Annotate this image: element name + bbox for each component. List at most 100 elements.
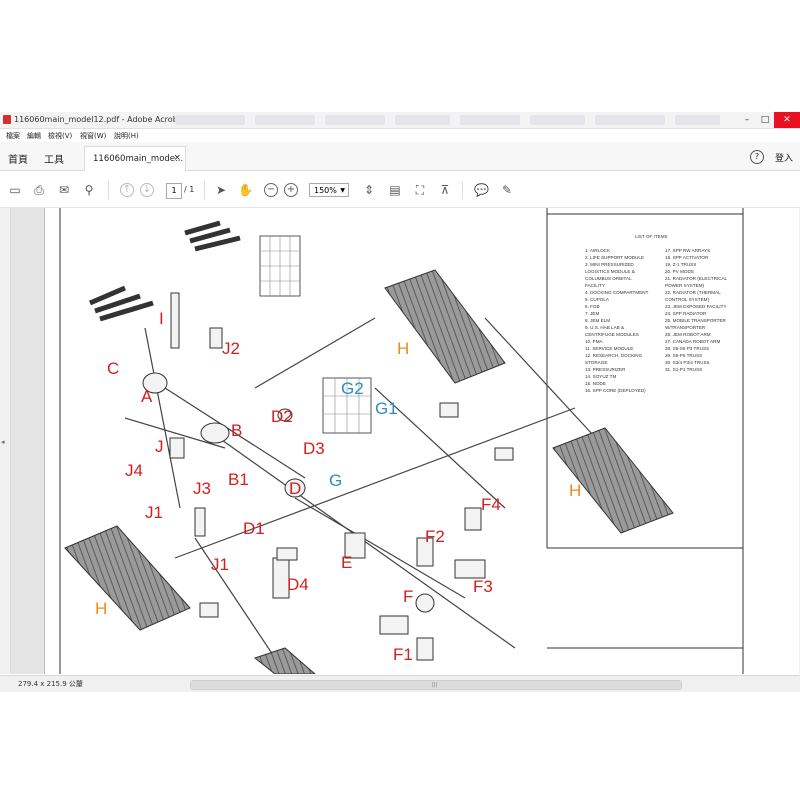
label-i: I: [159, 309, 164, 328]
menu-file[interactable]: 檔案: [6, 132, 20, 140]
label-c: C: [107, 359, 119, 378]
legend-item: STORAGE: [585, 360, 607, 365]
station-diagram: LIST OF ITEMS 1. AIRLOCK 2. LIFE SUPPORT …: [59, 208, 744, 674]
close-window-button[interactable]: ✕: [774, 112, 800, 128]
truss-joint: [276, 547, 298, 561]
solar-array-right: [552, 427, 674, 534]
legend-item: 1. AIRLOCK: [585, 248, 611, 253]
menu-help[interactable]: 說明(H): [114, 132, 139, 140]
truss-joint: [439, 402, 459, 418]
module-a: [142, 372, 168, 394]
label-d1: D1: [243, 519, 265, 538]
login-link[interactable]: 登入: [775, 154, 794, 164]
legend-item: 25. MOBILE TRANSPORTER: [665, 318, 727, 323]
comment-icon[interactable]: 💬: [474, 183, 489, 197]
radiator-grid-g2: [323, 378, 371, 433]
full-screen-icon[interactable]: ⛶: [415, 183, 425, 197]
legend-item: 5. CUPOLA: [585, 297, 610, 302]
fit-page-icon[interactable]: ⇕: [363, 183, 375, 197]
legend-item: COLUMBUS ORBITAL: [585, 276, 632, 281]
module-d: [284, 478, 306, 498]
legend-item: 28. S5-S6 P3 TRUSS: [665, 346, 709, 351]
label-d: D: [289, 479, 301, 498]
label-f: F: [403, 587, 413, 606]
zoom-in-icon[interactable]: +: [284, 183, 298, 197]
menu-window[interactable]: 視窗(W): [80, 132, 107, 140]
legend-item: 16. SPP CORE (DEPLOYED): [585, 388, 646, 393]
legend-item: 19. Z-1 TRUSS: [665, 262, 696, 267]
module-f2: [416, 537, 434, 567]
horizontal-scrollbar[interactable]: |||: [190, 680, 682, 690]
select-cursor-icon[interactable]: ➤: [215, 183, 227, 197]
tab-close-icon[interactable]: ×: [173, 153, 181, 163]
label-a: A: [141, 387, 153, 406]
legend-title: LIST OF ITEMS: [635, 234, 668, 239]
label-j2: J2: [222, 339, 240, 358]
legend-item: LOGISTICS MODULE &: [585, 269, 635, 274]
label-j1b: J1: [211, 555, 229, 574]
email-icon[interactable]: ✉: [58, 183, 70, 197]
next-page-icon[interactable]: ↓: [140, 183, 154, 197]
module-f4: [464, 507, 482, 531]
label-j: J: [155, 437, 164, 456]
scroll-mode-icon[interactable]: ▤: [389, 183, 401, 197]
legend-item: 3. MINI PRESSURIZED: [585, 262, 634, 267]
search-icon[interactable]: ⚲: [84, 183, 94, 197]
legend-item: 11. SERVICE MODULE: [585, 346, 633, 351]
tab-document[interactable]: 116060main_mode... ×: [84, 146, 186, 171]
label-g: G: [329, 471, 342, 490]
left-panel-toggle[interactable]: ◂: [0, 208, 11, 674]
scrollbar-grip-icon: |||: [432, 682, 438, 688]
legend-item: 23. JEM EXPOSED FACILITY: [665, 304, 727, 309]
menu-view[interactable]: 檢視(V): [48, 132, 73, 140]
toolbar-divider: [462, 181, 463, 199]
module-f3: [454, 559, 486, 579]
legend-item: 2. LIFE SUPPORT MODULE: [585, 255, 644, 260]
page-number-input[interactable]: 1: [166, 183, 182, 199]
acrobat-window: 116060main_model12.pdf - Adobe Acrobat R…: [0, 112, 800, 692]
maximize-button[interactable]: □: [760, 115, 770, 125]
truss-joint: [494, 447, 514, 461]
module-e: [344, 532, 366, 559]
solar-array-lower-left: [64, 525, 191, 631]
previous-page-icon[interactable]: ↑: [120, 183, 134, 197]
legend-item: 22. RADIATOR (THERMAL: [665, 290, 721, 295]
legend-item: 15. NODE: [585, 381, 606, 386]
tab-tools[interactable]: 工具: [44, 155, 64, 166]
label-g2: G2: [341, 379, 364, 398]
toolbar-divider: [108, 181, 109, 199]
legend-item: 26. JEM ROBOT ARM: [665, 332, 711, 337]
legend-item: 29. S5-P5 TRUSS: [665, 353, 702, 358]
module-j: [169, 437, 185, 459]
tab-home[interactable]: 首頁: [8, 155, 28, 166]
chevron-left-icon: ◂: [1, 438, 5, 446]
label-j3: J3: [193, 479, 211, 498]
module-i: [170, 292, 180, 349]
pdf-page[interactable]: LIST OF ITEMS 1. AIRLOCK 2. LIFE SUPPORT …: [44, 208, 799, 674]
minimize-button[interactable]: –: [744, 115, 750, 125]
document-area: ◂ ▸ LIST OF ITEMS: [0, 208, 800, 674]
zoom-level-select[interactable]: 150% ▼: [309, 183, 349, 197]
legend-item: 24. SPP RADIATOR: [665, 311, 707, 316]
legend-item: 7. JEM: [585, 311, 599, 316]
legend-item: POWER SYSTEM): [665, 283, 705, 288]
hand-tool-icon[interactable]: ✋: [238, 183, 253, 197]
zoom-out-icon[interactable]: −: [264, 183, 278, 197]
tab-bar: 首頁 工具 116060main_mode... × ? 登入: [0, 142, 800, 171]
help-icon[interactable]: ?: [750, 150, 764, 164]
pen-icon[interactable]: ✎: [501, 183, 513, 197]
menu-edit[interactable]: 編輯: [27, 132, 41, 140]
scrollbar-thumb[interactable]: |||: [191, 681, 681, 689]
save-icon[interactable]: ▭: [9, 183, 21, 197]
legend-item: 21. RADIATOR (ELECTRICAL: [665, 276, 728, 281]
menu-bar: 檔案 編輯 檢視(V) 視窗(W) 說明(H): [0, 129, 800, 141]
solar-array-bottom: [253, 647, 316, 674]
legend-item: 10. PMA: [585, 339, 604, 344]
label-d3: D3: [303, 439, 325, 458]
stamp-icon[interactable]: ⊼: [440, 183, 450, 197]
legend-item: W/TRANSPORTER: [665, 325, 706, 330]
legend-item: 18. SPP ACTIVATOR: [665, 255, 709, 260]
print-icon[interactable]: ⎙: [34, 183, 44, 197]
station-modules: [142, 292, 514, 661]
legend-item: CONTROL SYSTEM): [665, 297, 709, 302]
